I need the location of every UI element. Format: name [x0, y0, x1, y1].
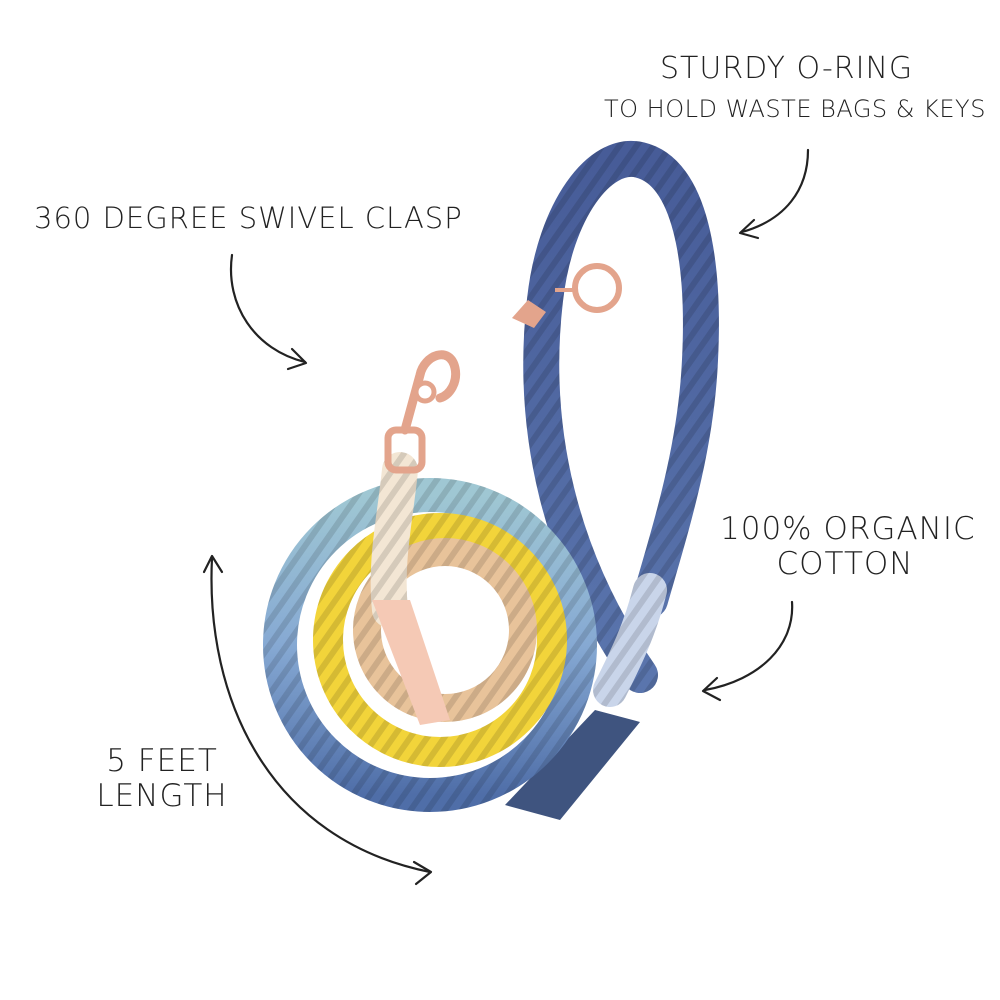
handle-loop [523, 140, 719, 707]
length-callout-line2: LENGTH [96, 777, 228, 814]
rope-coil [263, 478, 597, 812]
cotton-callout-line1: 100% ORGANIC [720, 511, 976, 547]
swivel-arrow [229, 253, 308, 371]
oring-callout-title: STURDY O-RING [660, 51, 914, 86]
length-callout-line1: 5 FEET [106, 743, 218, 779]
length-arrow [202, 554, 433, 886]
length-callout: 5 FEET LENGTH [92, 744, 232, 813]
clasp-rope-end [370, 452, 450, 725]
oring-callout-subtitle: TO HOLD WASTE BAGS & KEYS [604, 95, 986, 123]
swivel-callout: 360 DEGREE SWIVEL CLASP [34, 201, 463, 235]
cotton-arrow [701, 600, 794, 702]
oring-arrow [738, 148, 810, 240]
o-ring-hardware [512, 263, 622, 328]
cotton-callout: 100% ORGANIC COTTON [720, 511, 976, 582]
rope-sleeve [505, 710, 640, 820]
swivel-clasp-hardware [384, 350, 461, 474]
cotton-callout-line2: COTTON [776, 545, 914, 582]
